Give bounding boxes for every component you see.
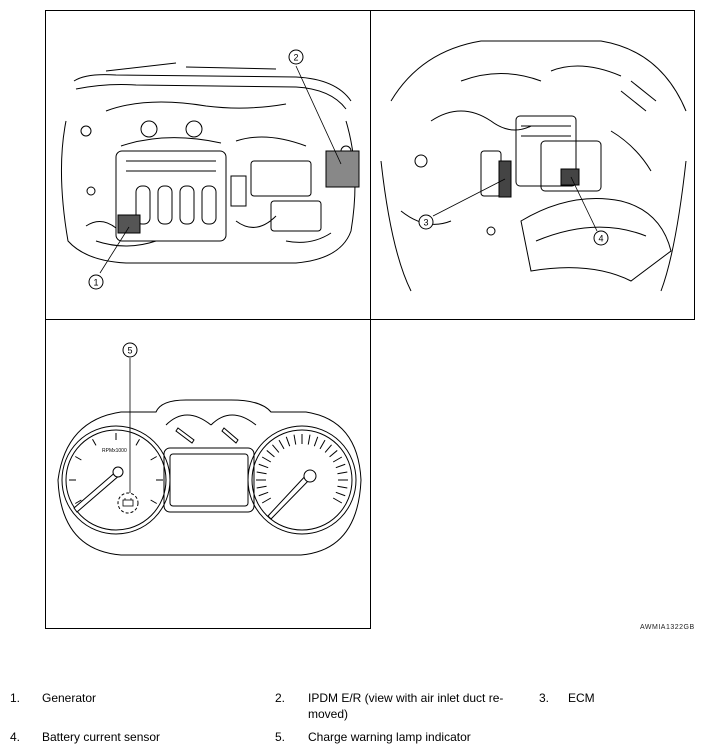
gauge-tick — [329, 450, 338, 458]
gauge-tick — [256, 485, 267, 489]
gauge-tick — [335, 491, 346, 497]
callout-5: 5 — [127, 346, 132, 356]
instrument-cluster-panel: RPMx1000 5 — [45, 319, 371, 629]
callout-2: 2 — [293, 53, 298, 63]
ecm-sensor-view-panel: 3 4 — [370, 10, 695, 320]
gauge-tick — [324, 444, 332, 453]
gauge-tick — [75, 456, 82, 461]
legend-num-4: 4. — [10, 730, 21, 744]
gauge-tick — [332, 497, 343, 504]
gauge-tick — [335, 463, 346, 469]
gauge-tick — [75, 499, 82, 504]
engine-bay-illustration: 1 2 — [60, 49, 360, 290]
gauge-tick — [278, 439, 285, 450]
gauge-tick — [266, 450, 275, 458]
gauge-tick — [258, 463, 269, 469]
callout-1: 1 — [93, 278, 98, 288]
legend-text-2: IPDM E/R (view with air inlet duct re- — [308, 691, 504, 705]
gauge-tick — [319, 439, 326, 450]
gauge-tick — [261, 497, 272, 504]
gauge-tick — [256, 471, 267, 475]
gauge-tick — [307, 434, 311, 445]
gauge-tick — [332, 456, 343, 463]
ecm-bay-illustration: 3 4 — [380, 40, 687, 292]
gauge-tick — [293, 434, 297, 445]
gauge-tick — [272, 444, 280, 453]
figure-code: AWMIA1322GB — [640, 624, 695, 631]
legend-num-1: 1. — [10, 691, 21, 705]
legend-num-2: 2. — [275, 691, 286, 705]
charge-warning-lamp-indicator — [117, 492, 139, 514]
gauge-tick — [337, 471, 348, 475]
gauge-tick — [258, 491, 269, 497]
gauge-tick — [261, 456, 272, 463]
rpm-gauge-label: RPMx1000 — [102, 448, 127, 454]
gauge-tick — [135, 439, 140, 446]
callout-4: 4 — [598, 234, 603, 244]
legend-text-4: Battery current sensor — [42, 730, 161, 744]
legend-num-3: 3. — [539, 691, 550, 705]
gauge-tick — [150, 456, 157, 461]
legend-text-3: ECM — [568, 691, 595, 705]
legend-num-5: 5. — [275, 730, 286, 744]
legend-text-5: Charge warning lamp indicator — [308, 730, 471, 744]
engine-bay-view-panel: 1 2 — [45, 10, 371, 320]
gauge-tick — [285, 436, 291, 447]
gauge-tick — [313, 436, 319, 447]
legend-text-1: Generator — [42, 691, 97, 705]
cluster-illustration: RPMx1000 5 — [57, 342, 362, 556]
gauge-tick — [337, 485, 348, 489]
gauge-tick — [150, 499, 157, 504]
battery-icon — [122, 499, 134, 507]
gauge-tick — [92, 439, 97, 446]
callout-3: 3 — [423, 218, 428, 228]
legend-text-2-continued: moved) — [308, 707, 349, 721]
